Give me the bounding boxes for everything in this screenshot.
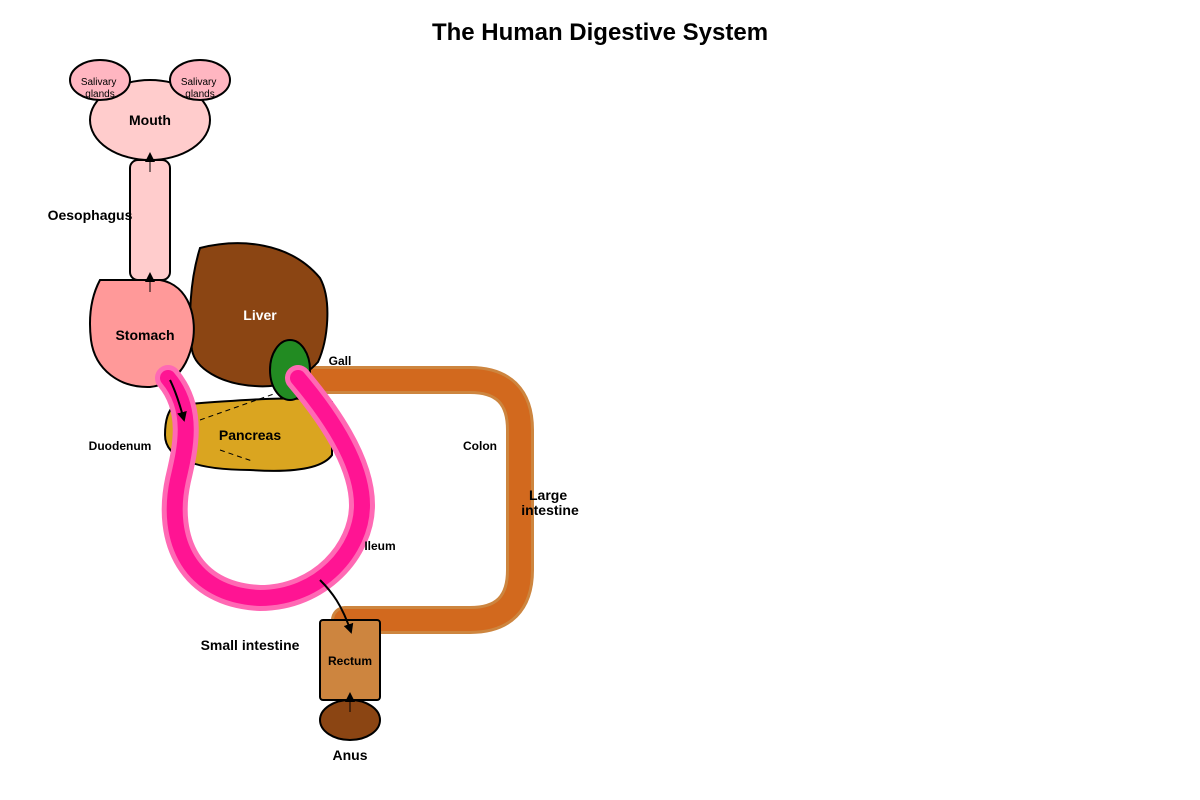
- pancreas-label: Pancreas: [219, 427, 281, 443]
- small-intestine-label: Small intestine: [201, 637, 300, 653]
- anus-label: Anus: [333, 747, 368, 763]
- colon-label: Colon: [463, 439, 497, 453]
- rectum-label: Rectum: [328, 654, 372, 668]
- oesophagus: [129, 159, 171, 281]
- salivary-gland-right: [169, 59, 231, 101]
- oesophagus-label: Oesophagus: [48, 207, 133, 223]
- diagram-title: The Human Digestive System: [432, 19, 768, 46]
- pancreas: [163, 397, 333, 472]
- salivary-gland-right-label: Salivary glands: [181, 77, 219, 100]
- large-intestine: [299, 369, 531, 631]
- salivary-gland-left: [69, 59, 131, 101]
- duodenum-label: Duodenum: [89, 439, 152, 453]
- pancreatic-duct-line: [199, 389, 286, 421]
- salivary-gland-left-label: Salivary glands: [81, 77, 119, 100]
- gall-label: Gall: [329, 354, 352, 368]
- ileum-label: Ileum: [364, 539, 395, 553]
- mouth-label: Mouth: [129, 112, 171, 128]
- liver-label: Liver: [243, 307, 277, 323]
- small-intestine: [160, 370, 370, 606]
- stomach-label: Stomach: [115, 327, 174, 343]
- flow-arrow-stomach-duodenum: [169, 379, 187, 422]
- stomach: [89, 279, 195, 389]
- large-intestine-label: Large intestine: [521, 487, 579, 518]
- pancreatic-duct-line: [219, 449, 253, 462]
- flow-arrow-ileum-rectum: [319, 579, 354, 634]
